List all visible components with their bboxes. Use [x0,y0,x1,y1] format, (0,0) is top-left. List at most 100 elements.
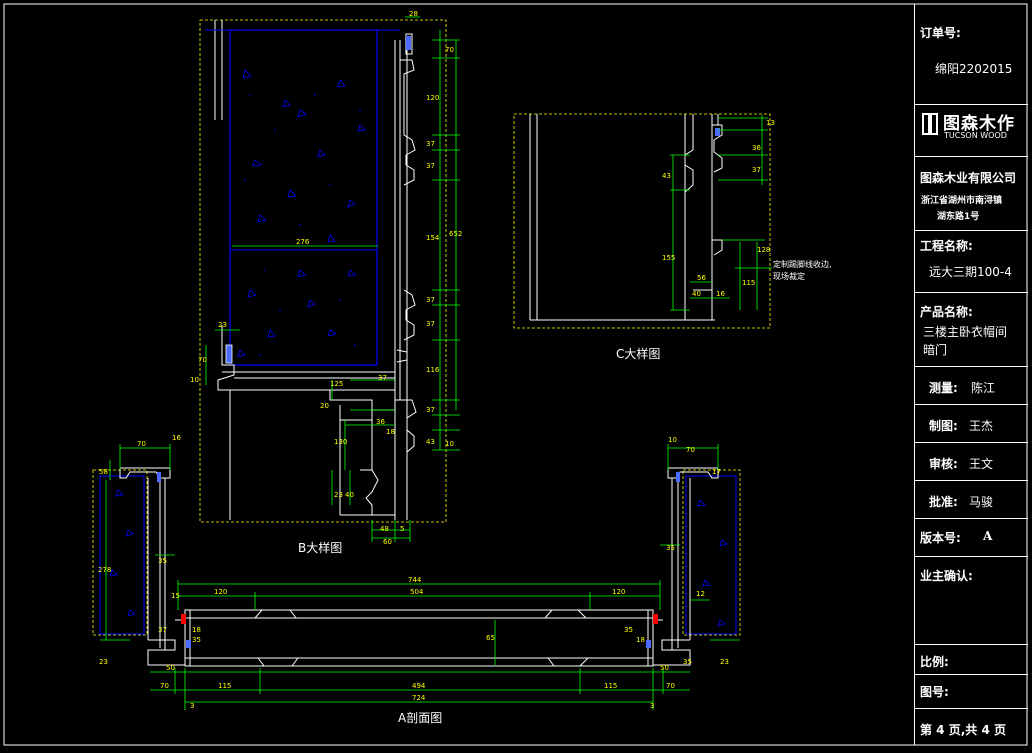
dim-a-l-side1: 58 [99,468,108,476]
dim-b-m3: 20 [320,402,329,410]
dim-b-m8: 40 [345,491,354,499]
company-name: 图森木业有限公司 [920,171,1017,185]
dim-a-l-small1: 15 [171,592,180,600]
approve-label: 批准: [929,495,958,509]
dim-b-m6: 130 [334,438,347,446]
dim-a-l-small2: 37 [158,626,167,634]
dim-a-r-top1: 10 [668,436,677,444]
product-label: 产品名称: [920,305,973,319]
dim-a-left-span: 120 [214,588,227,596]
dim-b-r7: 37 [426,320,435,328]
dim-b-r3: 37 [426,140,435,148]
detail-b: 28 70 120 37 37 154 37 37 116 652 37 43 … [190,10,462,555]
dim-b-r2: 120 [426,94,439,102]
dim-c-b3: 16 [716,290,725,298]
dim-b-m4: 36 [376,418,385,426]
product-value2: 暗门 [923,343,948,357]
dim-a-bot-115a: 115 [218,682,231,690]
drawing-border [3,3,1028,746]
dim-a-bot-3b: 3 [650,702,654,710]
note-line2: 现场裁定 [773,271,805,281]
view-b-label: B大样图 [298,540,342,555]
dim-b-width: 276 [296,238,310,246]
dim-b-bot2: 5 [400,525,404,533]
dim-b-r5: 154 [426,234,440,242]
dim-a-r-small1: 35 [624,626,633,634]
dim-b-total: 652 [449,230,462,238]
version-label: 版本号: [920,531,961,545]
dim-c-b2: 40 [692,290,701,298]
scale-label: 比例: [920,655,949,669]
dim-b-r4: 37 [426,162,435,170]
dim-a-l-side2: 278 [98,566,111,574]
dim-a-r-side1: 17 [712,468,721,476]
dim-b-r6: 37 [426,296,435,304]
title-block: 订单号: 绵阳2202015 图森木作 TUCSON WOOD 图森木业有限公司… [914,4,1028,745]
dim-a-bot-l2: 70 [160,682,169,690]
dim-a-r-side2: 35 [666,544,675,552]
dim-b-m5: 18 [386,428,395,436]
dim-b-bot3: 60 [383,538,392,546]
company-addr1: 浙江省湖州市南浔镇 [921,196,1003,206]
draw-value: 王杰 [969,419,994,433]
dim-a-l-b2: 35 [683,658,692,666]
measure-value: 陈江 [971,381,996,395]
dim-b-left-top: 23 [218,321,227,329]
dim-c-r4: 128 [757,246,770,254]
check-label: 审核: [929,457,958,471]
product-row: 产品名称: 三楼主卧衣帽间 暗门 [915,292,1028,366]
dim-a-bot-3a: 3 [190,702,194,710]
dim-a-bot-l1: 50 [166,664,175,672]
dim-b-m7: 23 [334,491,343,499]
dim-c-r1: 13 [766,119,775,127]
owner-label: 业主确认: [920,569,973,583]
dim-b-r11: 10 [445,440,454,448]
dim-a-total-top: 744 [408,576,422,584]
company-addr2: 湖东路1号 [937,212,980,222]
dim-a-r-side3: 12 [696,590,705,598]
project-row: 工程名称: 远大三期100-4 [915,230,1028,292]
right-magnet-marker [653,614,658,624]
section-a: 70 16 58 278 35 23 744 504 120 120 15 37… [92,434,741,725]
company-row: 图森木业有限公司 浙江省湖州市南浔镇 湖东路1号 [915,156,1028,230]
logo-cn: 图森木作 [943,114,1015,134]
detail-b-frame [199,19,447,523]
dim-a-l-top2: 16 [172,434,181,442]
dim-b-m2: 125 [330,380,343,388]
draw-row: 制图: 王杰 [915,404,1028,442]
dim-b-r10: 43 [426,438,435,446]
company-logo: 图森木作 TUCSON WOOD [919,111,1024,145]
dim-a-l-small3: 18 [192,626,201,634]
dim-a-l-side3: 35 [158,557,167,565]
draw-label: 制图: [929,419,958,433]
dim-c-r5: 115 [742,279,755,287]
dim-a-bot-494: 494 [412,682,426,690]
dim-c-l1: 43 [662,172,671,180]
dim-c-r3: 37 [752,166,761,174]
detail-c: 13 36 37 43 155 128 115 56 40 16 定制踢脚线收边… [513,113,832,361]
project-value: 远大三期100-4 [929,265,1012,279]
owner-row: 业主确认: [915,556,1028,644]
measure-row: 测量: 陈江 [915,366,1028,404]
dim-a-bot-r1: 50 [660,664,669,672]
check-row: 审核: 王文 [915,442,1028,480]
dim-b-r8: 116 [426,366,440,374]
drawing-no-label: 图号: [920,685,949,699]
scale-row: 比例: [915,644,1028,674]
dim-a-bot-r2: 70 [666,682,675,690]
dim-b-left-a: 70 [198,356,207,364]
dim-b-m1: 37 [378,374,387,382]
product-value1: 三楼主卧衣帽间 [923,325,1008,339]
project-label: 工程名称: [920,239,973,253]
dim-a-l-top1: 70 [137,440,146,448]
dim-a-right-span: 120 [612,588,625,596]
order-value: 绵阳2202015 [935,62,1013,76]
dim-b-r1: 70 [445,46,454,54]
dim-a-r-top2: 70 [686,446,695,454]
dim-a-bot-115b: 115 [604,682,617,690]
dim-b-top: 28 [409,10,418,18]
dim-c-b1: 56 [697,274,706,282]
page-row: 第 4 页,共 4 页 [915,708,1028,745]
dim-a-l-small4: 35 [192,636,201,644]
